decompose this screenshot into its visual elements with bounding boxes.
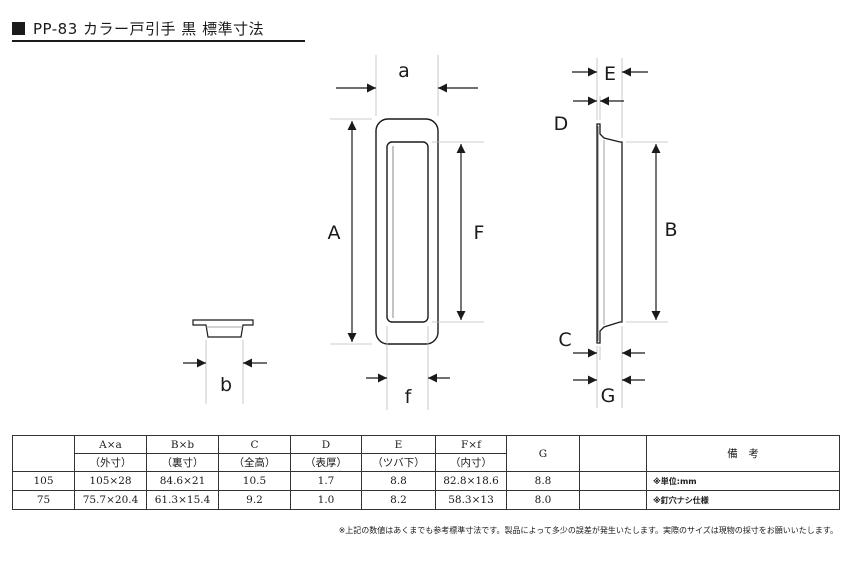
header-G: G	[506, 435, 580, 472]
header-E-bottom: （ツバ下）	[361, 453, 436, 472]
cell-D: 1.0	[290, 490, 362, 510]
header-blank	[579, 435, 647, 472]
header-Bb-bottom: （裏寸）	[146, 453, 219, 472]
square-bullet-icon	[12, 22, 25, 35]
bottom-profile	[192, 319, 254, 338]
cell-C: 10.5	[218, 471, 291, 491]
cell-D: 1.7	[290, 471, 362, 491]
title-text: PP-83 カラー戸引手 黒 標準寸法	[33, 20, 265, 38]
label-A: A	[328, 222, 341, 244]
header-Ff-bottom: （内寸）	[435, 453, 507, 472]
side-view	[596, 58, 668, 408]
side-profile	[596, 123, 623, 344]
cell-C: 9.2	[218, 490, 291, 510]
label-D: D	[554, 113, 569, 135]
cell-G: 8.0	[506, 490, 580, 510]
header-Ff-top: F×f	[435, 435, 507, 454]
header-size	[12, 435, 75, 472]
cell-E: 8.2	[361, 490, 436, 510]
page-title: PP-83 カラー戸引手 黒 標準寸法	[12, 18, 264, 39]
header-Aa-bottom: （外寸）	[74, 453, 147, 472]
header-E-top: E	[361, 435, 436, 454]
cell-Aa: 105×28	[74, 471, 147, 491]
cell-Ff: 58.3×13	[435, 490, 507, 510]
cell-blank	[579, 471, 647, 491]
inner-recess	[386, 141, 429, 323]
header-remarks: 備 考	[646, 435, 840, 472]
table-header-row-top: A×a B×b C D E F×f G 備 考	[12, 435, 840, 472]
header-Aa-top: A×a	[74, 435, 147, 454]
header-D-top: D	[290, 435, 362, 454]
technical-drawing: a A F f E	[183, 55, 678, 410]
label-F: F	[474, 222, 485, 244]
cell-remark: ※釘穴ナシ仕様	[646, 490, 840, 510]
cell-E: 8.8	[361, 471, 436, 491]
header-C-top: C	[218, 435, 291, 454]
label-f: f	[405, 386, 413, 408]
footnote: ※上記の数値はあくまでも参考標準寸法です。製品によって多少の誤差が発生いたします…	[338, 526, 838, 535]
cell-size: 75	[12, 490, 75, 510]
bottom-view	[192, 319, 254, 404]
table-header-row-bottom: （外寸） （裏寸） （全高） （表厚） （ツバ下） （内寸）	[13, 453, 840, 472]
label-G: G	[601, 385, 616, 407]
table-row: 75 75.7×20.4 61.3×15.4 9.2 1.0 8.2 58.3×…	[12, 490, 840, 510]
header-Bb-top: B×b	[146, 435, 219, 454]
cell-blank	[579, 490, 647, 510]
label-b: b	[220, 374, 232, 396]
cell-size: 105	[12, 471, 75, 491]
label-E: E	[604, 63, 616, 85]
label-C: C	[558, 329, 571, 351]
cell-Bb: 84.6×21	[146, 471, 219, 491]
cell-Aa: 75.7×20.4	[74, 490, 147, 510]
header-C-bottom: （全高）	[218, 453, 291, 472]
cell-G: 8.8	[506, 471, 580, 491]
table-row: 105 105×28 84.6×21 10.5 1.7 8.8 82.8×18.…	[12, 471, 840, 491]
label-a: a	[398, 60, 410, 82]
front-view	[330, 55, 484, 410]
dimension-table: A×a B×b C D E F×f G 備 考 （外寸） （裏寸） （全高） （…	[12, 435, 840, 510]
header-D-bottom: （表厚）	[290, 453, 362, 472]
cell-remark: ※単位:mm	[646, 471, 840, 491]
cell-Bb: 61.3×15.4	[146, 490, 219, 510]
label-B: B	[664, 219, 677, 241]
outer-plate	[375, 118, 439, 345]
cell-Ff: 82.8×18.6	[435, 471, 507, 491]
title-underline	[12, 40, 305, 42]
